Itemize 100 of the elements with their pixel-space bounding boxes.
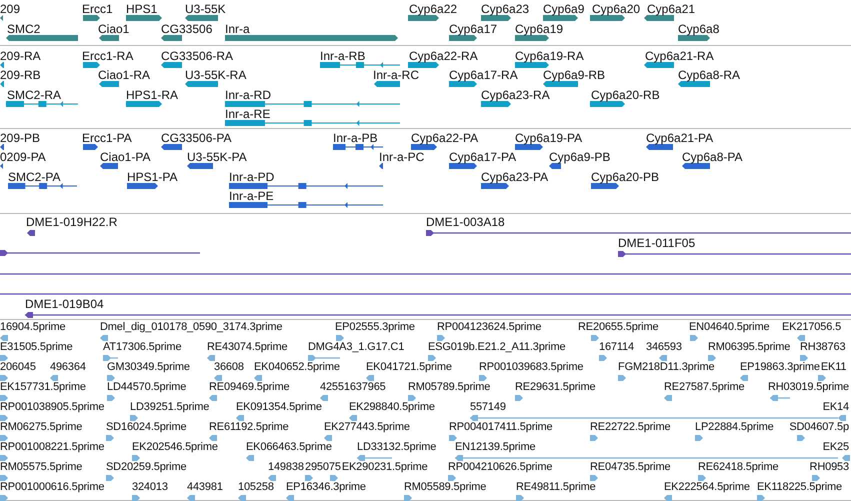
feature-label: Cyp6a19-PA bbox=[515, 131, 582, 145]
feature-label: EK14 bbox=[822, 400, 849, 414]
feature-label: HPS1-RA bbox=[126, 88, 178, 102]
feature-label: DMG4A3_1.G17.C1 bbox=[308, 340, 404, 354]
feature-label: Cyp6a20 bbox=[592, 2, 640, 16]
feature-label: U3-55K-PA bbox=[187, 150, 247, 164]
feature-label: HPS1 bbox=[126, 2, 158, 16]
feature-label: U3-55K-RA bbox=[185, 68, 246, 82]
feature-label: RP001038905.5prime bbox=[0, 400, 104, 414]
feature-label: 42551637965 bbox=[320, 380, 386, 394]
feature-label: EK11 bbox=[820, 360, 846, 374]
feature-label: EK290231.5prime bbox=[342, 460, 428, 474]
feature-label: RE61192.5prime bbox=[209, 420, 289, 434]
feature-label: RE09469.5prime bbox=[209, 380, 290, 394]
feature-label: EK041721.5prime bbox=[366, 360, 452, 374]
feature-label: RE29631.5prime bbox=[515, 380, 596, 394]
feature-label: RH38763 bbox=[800, 340, 846, 354]
feature-label: 209-RA bbox=[0, 49, 41, 63]
feature-label: 149838 bbox=[268, 460, 304, 474]
feature-label: DME1-011F05 bbox=[618, 236, 696, 250]
feature-label: EK091354.5prime bbox=[236, 400, 322, 414]
feature-label: Cyp6a23-PA bbox=[481, 170, 548, 184]
feature-label: 557149 bbox=[470, 400, 506, 414]
feature-label: Cyp6a17-PA bbox=[449, 150, 516, 164]
feature-label: Ciao1 bbox=[98, 22, 130, 36]
feature-label: DME1-003A18 bbox=[426, 215, 505, 229]
feature-label: RM06395.5prime bbox=[708, 340, 790, 354]
feature-label: EP19863.3prime bbox=[740, 360, 820, 374]
feature-label: Inr-a-RD bbox=[225, 88, 272, 102]
feature-label: ESG019b.E21.2_A11.3prime bbox=[428, 340, 566, 354]
feature-label: RP004017411.5prime bbox=[449, 420, 553, 434]
feature-label: Cyp6a9 bbox=[543, 2, 584, 16]
feature-label: RP001000616.5prime bbox=[0, 480, 104, 494]
feature-label: EK298840.5prime bbox=[349, 400, 435, 414]
feature-label: Cyp6a23-RA bbox=[481, 88, 550, 102]
feature-label: RP001008221.5prime bbox=[0, 440, 104, 454]
feature-label: 105258 bbox=[238, 480, 274, 494]
feature-label: CG33506 bbox=[161, 22, 212, 36]
feature-label: RP004123624.5prime bbox=[437, 320, 542, 334]
feature-label: Cyp6a19-RA bbox=[515, 49, 584, 63]
feature-label: Inr-a-RE bbox=[225, 107, 270, 121]
feature-label: RP004210626.5prime bbox=[448, 460, 552, 474]
feature-label: RE04735.5prime bbox=[590, 460, 670, 474]
feature-label: LD33132.5prime bbox=[357, 440, 436, 454]
feature-label: CG33506-PA bbox=[161, 131, 232, 145]
feature-label: EK277443.5prime bbox=[324, 420, 410, 434]
feature-label: EK25 bbox=[822, 440, 849, 454]
feature-label: Cyp6a20-PB bbox=[591, 170, 660, 184]
feature-label: EK157731.5prime bbox=[0, 380, 86, 394]
feature-label: EP16346.3prime bbox=[286, 480, 366, 494]
feature-label: Cyp6a23 bbox=[481, 2, 530, 16]
feature-label: Cyp6a20-RB bbox=[591, 88, 660, 102]
feature-label: 295075 bbox=[305, 460, 341, 474]
feature-label: HPS1-PA bbox=[127, 170, 178, 184]
feature-label: 167114 bbox=[599, 340, 634, 354]
feature-label: Cyp6a21-RA bbox=[645, 49, 714, 63]
feature-label: RE49811.5prime bbox=[516, 480, 596, 494]
feature-label: Cyp6a17 bbox=[449, 22, 498, 36]
feature-label: Cyp6a22-PA bbox=[411, 131, 478, 145]
feature-label: Ercc1 bbox=[82, 2, 113, 16]
feature-label: SMC2 bbox=[7, 22, 40, 36]
feature-label: Cyp6a9-RB bbox=[543, 68, 606, 82]
feature-label: 0209-PA bbox=[0, 150, 46, 164]
feature-label: Cyp6a22 bbox=[409, 2, 458, 16]
feature-label: Ercc1-PA bbox=[82, 131, 132, 145]
feature-label: Inr-a-PB bbox=[333, 131, 378, 145]
feature-label: GM30349.5prime bbox=[107, 360, 190, 374]
feature-label: Inr-a-PC bbox=[379, 150, 424, 164]
feature-label: RE43074.5prime bbox=[207, 340, 288, 354]
feature-label: LP22884.5prime bbox=[695, 420, 774, 434]
feature-label: SMC2-PA bbox=[8, 170, 60, 184]
feature-label: RH03019.5prime bbox=[768, 380, 849, 394]
feature-label: Ercc1-RA bbox=[82, 49, 134, 63]
feature-label: RM05575.5prime bbox=[0, 460, 82, 474]
feature-label: 209-RB bbox=[0, 68, 41, 82]
feature-label: RE62418.5prime bbox=[698, 460, 778, 474]
feature-label: 209-PB bbox=[0, 131, 40, 145]
feature-label: 16904.5prime bbox=[0, 320, 66, 334]
feature-label: SD04607.5p bbox=[789, 420, 849, 434]
feature-label: Cyp6a9-PB bbox=[549, 150, 610, 164]
feature-label: Dmel_dig_010178_0590_3174.3prime bbox=[100, 320, 282, 334]
feature-label: Cyp6a19 bbox=[515, 22, 564, 36]
feature-label: Inr-a bbox=[225, 22, 250, 36]
feature-label: 209 bbox=[0, 2, 20, 16]
feature-label: Inr-a-RC bbox=[373, 68, 420, 82]
feature-label: LD39251.5prime bbox=[130, 400, 210, 414]
feature-label: RE22722.5prime bbox=[590, 420, 670, 434]
feature-label: 36608 bbox=[214, 360, 244, 374]
feature-label: Cyp6a21 bbox=[647, 2, 696, 16]
feature-label: Cyp6a17-RA bbox=[449, 68, 518, 82]
feature-label: RM05589.5prime bbox=[404, 480, 486, 494]
feature-label: Cyp6a22-RA bbox=[409, 49, 478, 63]
feature-label: 206045 bbox=[0, 360, 36, 374]
feature-label: RP001039683.5prime bbox=[479, 360, 584, 374]
feature-label: Cyp6a8 bbox=[678, 22, 720, 36]
feature-label: DME1-019B04 bbox=[25, 297, 104, 311]
feature-label: RM06275.5prime bbox=[0, 420, 82, 434]
feature-label: 496364 bbox=[50, 360, 86, 374]
feature-label: EN04640.5prime bbox=[689, 320, 770, 334]
feature-label: SD16024.5prime bbox=[106, 420, 186, 434]
